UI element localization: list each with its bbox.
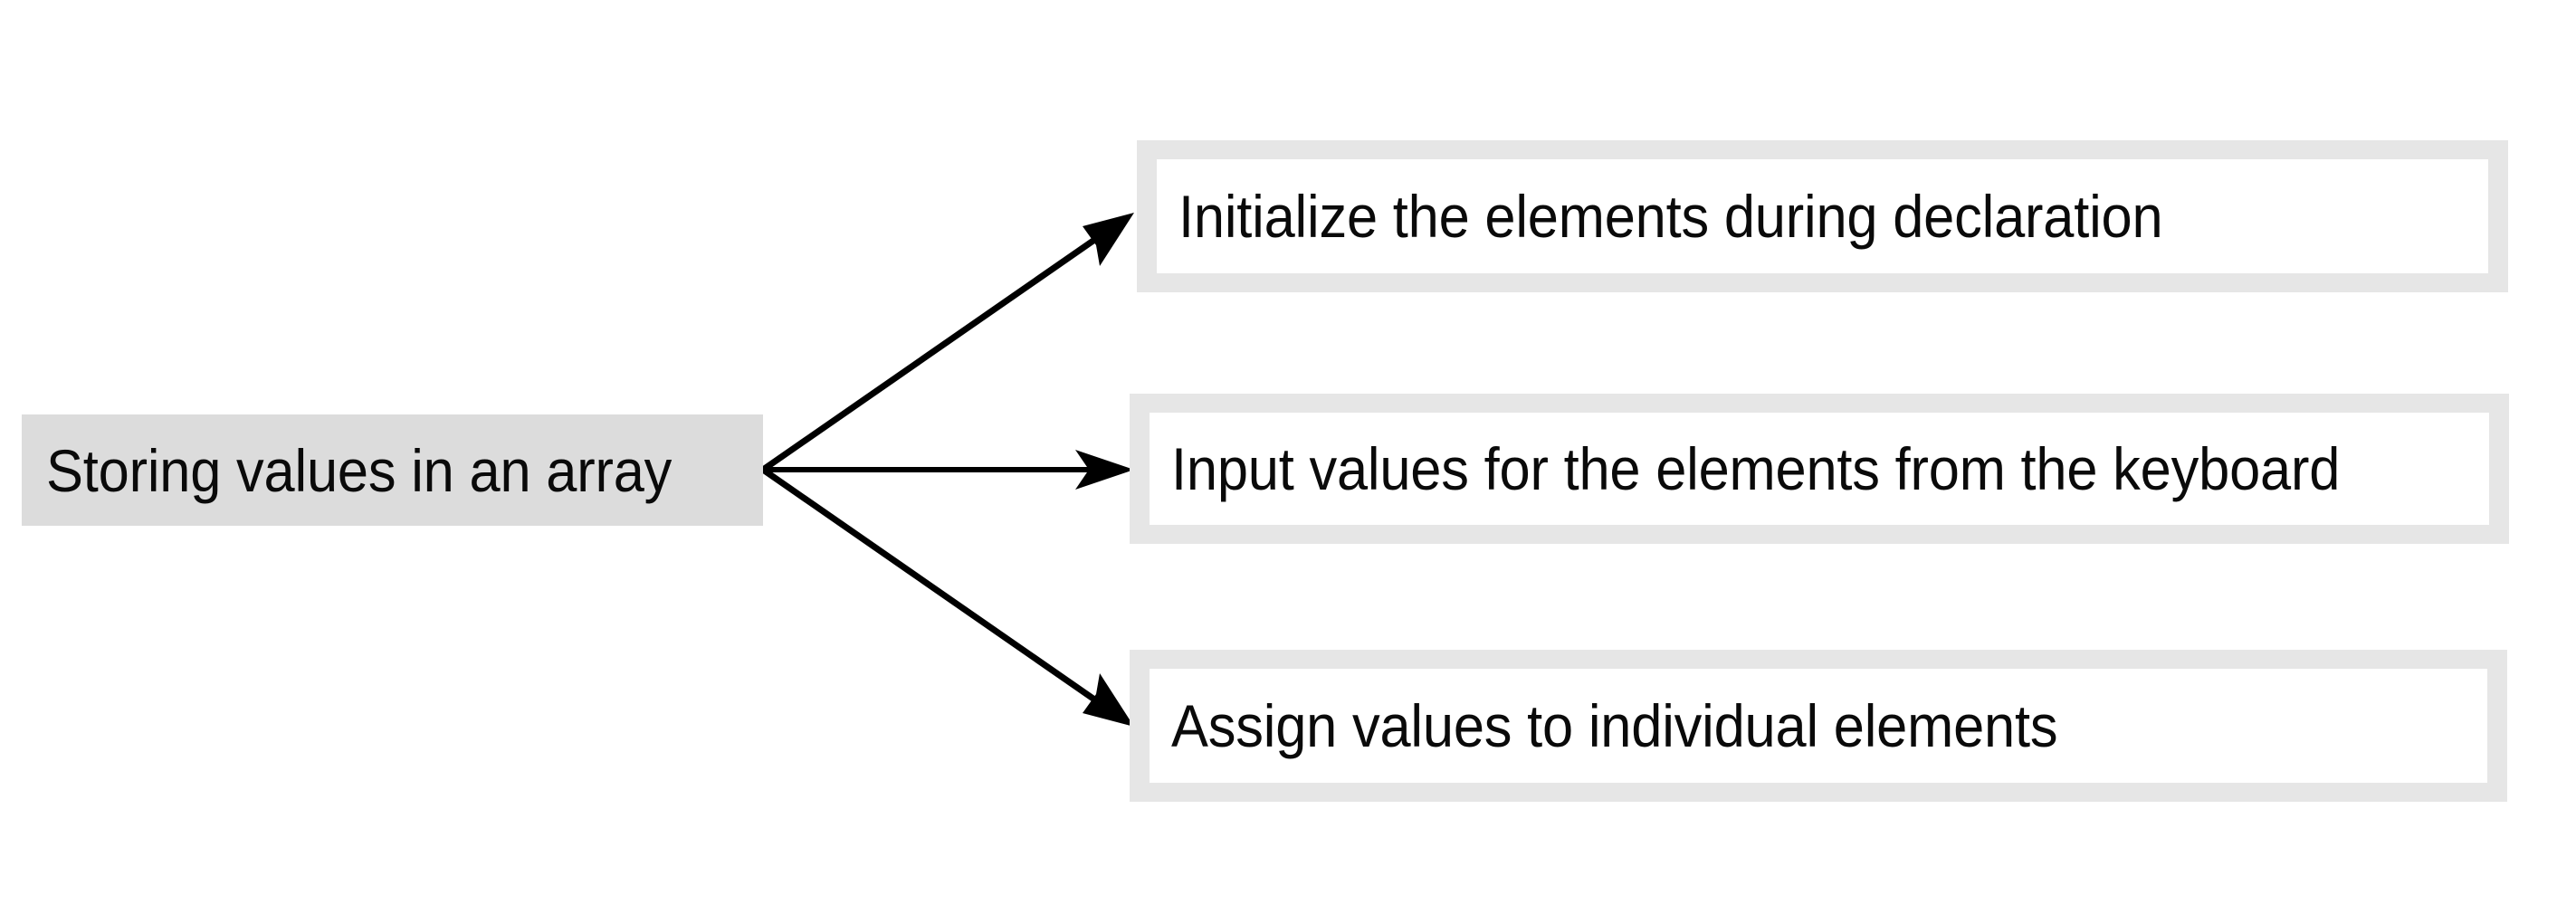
node-initialize-label: Initialize the elements during declarati…	[1178, 183, 2163, 250]
node-assign[interactable]: Assign values to individual elements	[1130, 650, 2507, 802]
edge-to-input-icon	[763, 450, 1134, 490]
node-storing-values-label: Storing values in an array	[46, 436, 673, 504]
node-input-label: Input values for the elements from the k…	[1171, 435, 2341, 502]
edge-to-initialize-icon	[761, 213, 1134, 472]
node-input[interactable]: Input values for the elements from the k…	[1130, 394, 2509, 544]
node-assign-inner: Assign values to individual elements	[1150, 669, 2487, 783]
node-assign-label: Assign values to individual elements	[1171, 692, 2058, 759]
node-input-inner: Input values for the elements from the k…	[1150, 413, 2489, 525]
node-initialize-inner: Initialize the elements during declarati…	[1157, 159, 2488, 273]
node-storing-values[interactable]: Storing values in an array	[22, 414, 763, 526]
node-initialize[interactable]: Initialize the elements during declarati…	[1137, 140, 2508, 292]
edge-to-assign-icon	[761, 467, 1134, 727]
